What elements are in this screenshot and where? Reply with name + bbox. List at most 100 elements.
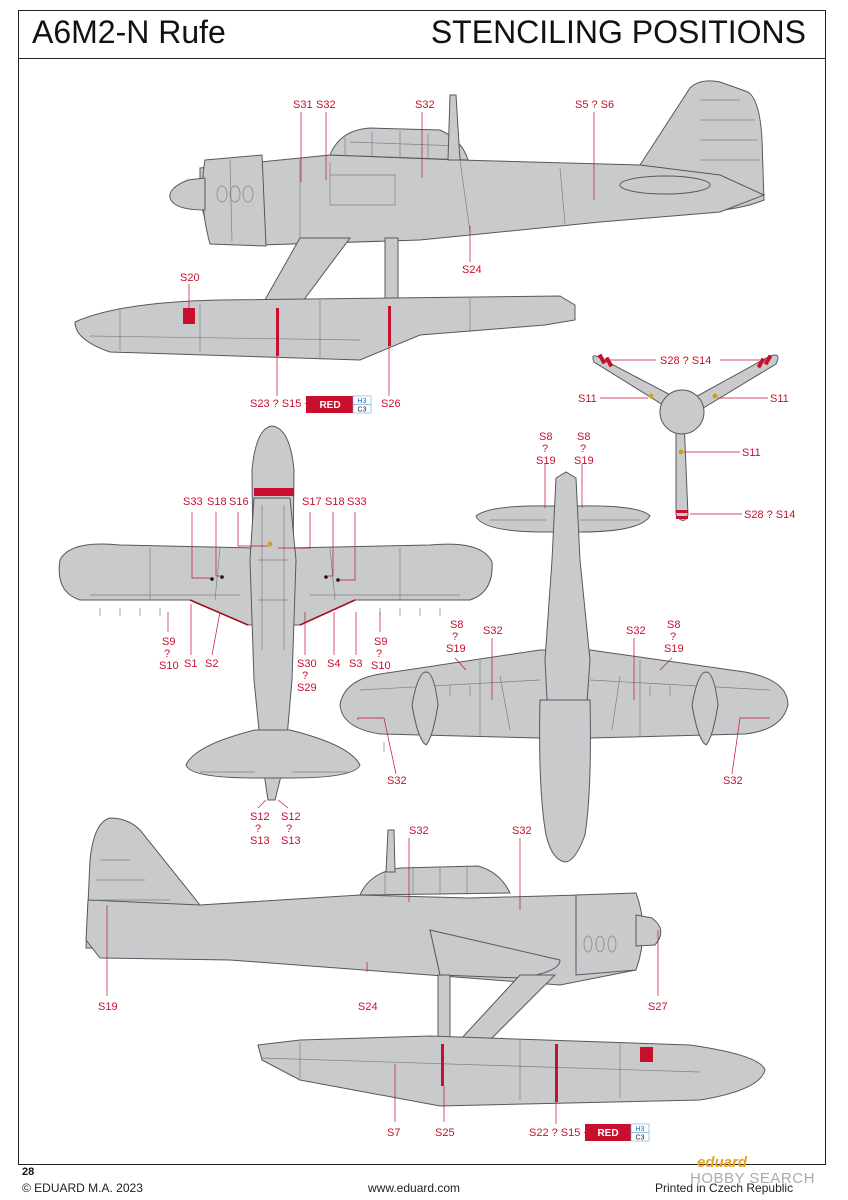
- label-s33: S33: [347, 496, 367, 508]
- label-s32: S32: [415, 99, 435, 111]
- label-s23-s15: S23 ? S15 +: [250, 398, 311, 410]
- label-s7: S7: [387, 1127, 400, 1139]
- label-s18: S18: [325, 496, 345, 508]
- label-s12: S12: [250, 811, 270, 823]
- label-s8: S8: [577, 431, 590, 443]
- float-pylon: [261, 237, 351, 306]
- cowling: [201, 154, 267, 247]
- label-s13: S13: [281, 835, 301, 847]
- label-s16: S16: [229, 496, 249, 508]
- label-s3: S3: [349, 658, 362, 670]
- propeller-hub: [659, 389, 705, 435]
- label-q: ?: [255, 823, 261, 835]
- label-s19: S19: [536, 455, 556, 467]
- label-s18: S18: [207, 496, 227, 508]
- label-q: ?: [542, 443, 548, 455]
- watermark: HOBBY SEARCH: [690, 1170, 815, 1187]
- cowling-starboard: [575, 892, 644, 976]
- label-s13: S13: [250, 835, 270, 847]
- label-s31: S31: [293, 99, 313, 111]
- side-view-top: S31 S32 S32 S5 ? S6 S20 S24 S23 ? S15 + …: [74, 80, 766, 414]
- label-s11: S11: [578, 393, 597, 405]
- label-s5-s6: S5 ? S6: [575, 99, 614, 111]
- label-q: ?: [376, 648, 382, 660]
- label-s12: S12: [281, 811, 301, 823]
- fuselage-top-view: [249, 497, 297, 801]
- label-s29: S29: [297, 682, 317, 694]
- label-s24: S24: [358, 1001, 378, 1013]
- label-s32: S32: [512, 825, 532, 837]
- label-s4: S4: [327, 658, 340, 670]
- main-float-top: [74, 295, 576, 361]
- label-s30: S30: [297, 658, 317, 670]
- label-s19: S19: [574, 455, 594, 467]
- label-s19: S19: [446, 643, 466, 655]
- label-s20: S20: [180, 272, 200, 284]
- label-s9: S9: [374, 636, 387, 648]
- spinner: [169, 177, 206, 211]
- svg-text:C3: C3: [636, 1135, 645, 1142]
- label-s22-s15: S22 ? S15 +: [529, 1127, 590, 1139]
- label-s26: S26: [381, 398, 401, 410]
- copyright: © EDUARD M.A. 2023: [22, 1181, 143, 1195]
- label-s19: S19: [98, 1001, 118, 1013]
- brand-logo: eduard: [697, 1154, 748, 1171]
- float-bottom-view: [539, 699, 591, 863]
- header-rule: [18, 58, 826, 59]
- website-link[interactable]: www.eduard.com: [368, 1181, 461, 1195]
- label-s9: S9: [162, 636, 175, 648]
- page-number: 28: [22, 1166, 35, 1178]
- label-s11: S11: [742, 447, 761, 459]
- tailplane-top-view: [185, 729, 361, 779]
- label-s28-s14: S28 ? S14: [660, 355, 711, 367]
- svg-text:H3: H3: [636, 1126, 645, 1133]
- label-q: ?: [164, 648, 170, 660]
- label-s32: S32: [316, 99, 336, 111]
- page-frame: [18, 10, 826, 1165]
- bottom-view: S8 ? S19 S8 ? S19 S8 ? S19 S32 S32 S8 ? …: [339, 431, 789, 863]
- canopy-starboard: [359, 865, 511, 896]
- tail-panel: [619, 175, 711, 195]
- label-s32: S32: [626, 625, 646, 637]
- label-s11: S11: [770, 393, 789, 405]
- label-s10: S10: [371, 660, 391, 672]
- label-s8: S8: [450, 619, 463, 631]
- label-s32: S32: [483, 625, 503, 637]
- label-q: ?: [670, 631, 676, 643]
- label-s32: S32: [409, 825, 429, 837]
- label-s25: S25: [435, 1127, 455, 1139]
- label-q: ?: [302, 670, 308, 682]
- label-q: ?: [452, 631, 458, 643]
- svg-text:H3: H3: [358, 398, 367, 405]
- svg-text:RED: RED: [319, 400, 340, 411]
- svg-text:RED: RED: [597, 1128, 618, 1139]
- printed-in: Printed in Czech Republic: [655, 1181, 794, 1195]
- propeller-view: S28 ? S14 S11 S11 S11 S28 ? S14: [578, 353, 795, 521]
- label-s1: S1: [184, 658, 197, 670]
- label-s8: S8: [667, 619, 680, 631]
- side-view-bottom: S32 S32 S19 S24 S27 S7 S25 S22 ? S15 + R…: [85, 817, 766, 1142]
- model-title: A6M2-N Rufe: [32, 14, 226, 50]
- top-view: S33 S18 S16 S17 S18 S33 S9 ? S10 S1 S2 S…: [58, 425, 493, 847]
- label-q: ?: [580, 443, 586, 455]
- label-q: ?: [286, 823, 292, 835]
- label-s28-s14: S28 ? S14: [744, 509, 795, 521]
- label-s10: S10: [159, 660, 179, 672]
- fuselage-starboard: [85, 894, 637, 986]
- label-s17: S17: [302, 496, 322, 508]
- main-float-bottom: [257, 1035, 766, 1107]
- float-strut: [384, 237, 399, 303]
- label-s32: S32: [387, 775, 407, 787]
- label-s8: S8: [539, 431, 552, 443]
- spinner-starboard: [635, 914, 662, 947]
- red-color-chip: RED H3 C3: [306, 395, 372, 414]
- label-s32: S32: [723, 775, 743, 787]
- label-s24: S24: [462, 264, 482, 276]
- svg-text:C3: C3: [358, 407, 367, 414]
- label-s2: S2: [205, 658, 218, 670]
- label-s27: S27: [648, 1001, 668, 1013]
- section-title: STENCILING POSITIONS: [430, 14, 806, 50]
- red-color-chip: RED H3 C3: [585, 1123, 650, 1142]
- label-s19: S19: [664, 643, 684, 655]
